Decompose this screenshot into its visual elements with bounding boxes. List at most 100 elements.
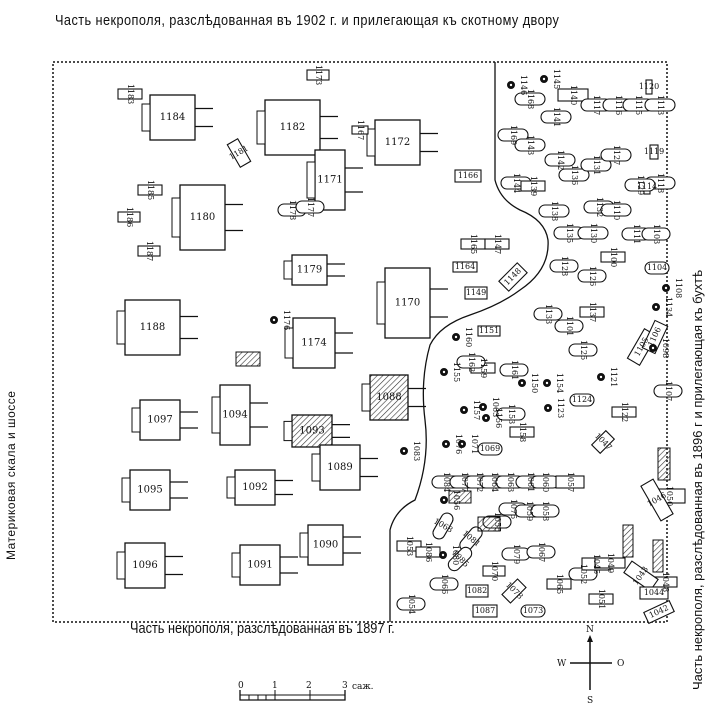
grave-label: 1127 xyxy=(612,145,621,165)
hatched-grave xyxy=(448,490,472,504)
scale-bar: 0 1 2 3 саж. xyxy=(238,681,374,701)
grave-label: 1058 xyxy=(541,501,550,521)
tomb-niche xyxy=(283,260,293,280)
chamber-tomb-label: 1097 xyxy=(147,415,172,426)
grave-label: 1167 xyxy=(356,120,365,140)
grave-label: 1050 xyxy=(665,486,674,506)
rect-grave xyxy=(509,426,535,438)
grave-label: 1114 xyxy=(637,182,657,191)
grave-label: 1124 xyxy=(572,395,592,404)
rect-grave xyxy=(464,286,488,300)
oval-grave xyxy=(295,200,325,214)
compass-north: N xyxy=(586,625,594,635)
chamber-tomb xyxy=(234,469,276,506)
oval-grave xyxy=(497,128,529,142)
tomb-niche xyxy=(283,420,293,442)
shaft-grave-label: 1108 xyxy=(674,278,683,298)
tomb-niche xyxy=(211,396,221,434)
oval-grave xyxy=(540,110,572,124)
shaft-grave-label: 1063 xyxy=(491,397,500,417)
scale-tick-2: 2 xyxy=(306,681,312,691)
shaft-grave-label: 1176 xyxy=(282,310,291,330)
rect-grave xyxy=(555,475,585,489)
chamber-tomb xyxy=(314,149,346,211)
map-title-bottom: Часть некрополя, разслѣдованная въ 1897 … xyxy=(130,620,395,637)
oval-grave xyxy=(600,148,632,162)
grave-label: 1162 xyxy=(467,352,476,372)
grave-label: 1166 xyxy=(458,171,478,180)
compass-west: W xyxy=(557,659,567,669)
grave-label: 1119 xyxy=(644,147,664,156)
rect-grave xyxy=(482,565,506,577)
grave-label: 1132 xyxy=(595,197,604,217)
grave-label: 1153 xyxy=(507,404,516,424)
grave-label: 1064 xyxy=(490,472,499,492)
oval-grave xyxy=(447,546,473,572)
oval-grave xyxy=(558,168,590,182)
compass-rose: N S W O xyxy=(557,625,624,706)
oval-grave xyxy=(396,597,426,611)
tomb-niche xyxy=(116,551,126,580)
tomb-niche xyxy=(121,477,131,503)
shaft-grave-label: 1154 xyxy=(555,373,564,393)
grave-label: 1070 xyxy=(490,561,499,581)
shaft-grave-label: 1080 xyxy=(451,545,460,565)
oval-grave xyxy=(538,204,570,218)
oval-grave xyxy=(477,442,503,456)
tomb-niche xyxy=(361,383,371,412)
shaft-grave-label: 1056 xyxy=(452,490,461,510)
chamber-tomb-label: 1184 xyxy=(160,112,185,123)
oval-grave xyxy=(456,355,486,369)
scale-unit: саж. xyxy=(352,682,374,692)
tomb-niche xyxy=(116,310,126,345)
map-title-top: Часть некрополя, разслѣдованная въ 1902 … xyxy=(55,12,560,29)
oval-grave xyxy=(644,98,676,112)
rect-grave xyxy=(465,584,489,598)
shaft-grave-label: 1071 xyxy=(470,434,479,454)
grave-label: 1045 xyxy=(592,554,601,574)
rect-grave xyxy=(501,578,527,604)
shaft-grave-label: 1145 xyxy=(552,69,561,89)
oval-grave xyxy=(580,158,612,172)
grave-label: 1087 xyxy=(475,606,495,615)
grave-label: 1159 xyxy=(479,358,488,378)
grave-label: 1187 xyxy=(145,241,154,261)
rect-grave xyxy=(623,560,659,592)
shaft-grave-label: 1160 xyxy=(464,327,473,347)
grave-label: 1183 xyxy=(126,84,135,104)
rect-grave xyxy=(137,245,161,257)
rect-grave xyxy=(594,557,626,569)
rect-grave xyxy=(498,262,528,292)
rect-grave xyxy=(649,144,659,160)
oval-grave xyxy=(520,604,546,618)
shaft-grave-label: 1156 xyxy=(494,408,503,428)
shaft-grave-label: 1155 xyxy=(452,362,461,382)
grave-label: 1107 xyxy=(664,381,673,401)
grave-label: 1072 xyxy=(475,472,484,492)
oval-grave xyxy=(624,178,656,192)
chamber-tomb-label: 1170 xyxy=(395,298,420,309)
rect-grave xyxy=(579,306,605,318)
hatched-grave xyxy=(622,524,634,558)
chamber-tomb-label: 1180 xyxy=(190,212,215,223)
grave-label: 1147 xyxy=(493,234,502,254)
grave-label: 1126 xyxy=(588,266,597,286)
chamber-tomb xyxy=(129,469,171,511)
grave-label: 1052 xyxy=(579,564,588,584)
grave-label: 1103 xyxy=(652,224,661,244)
grave-label: 1129 xyxy=(636,175,645,195)
rect-grave xyxy=(640,478,674,522)
chamber-tomb-label: 1174 xyxy=(301,338,326,349)
grave-label: 1144 xyxy=(512,173,521,193)
rect-grave xyxy=(117,88,143,100)
chamber-tomb-label: 1091 xyxy=(247,560,272,571)
rect-grave xyxy=(117,211,141,223)
oval-grave xyxy=(544,153,576,167)
tomb-niche xyxy=(366,128,376,157)
chamber-tomb xyxy=(307,524,344,566)
grave-label: 1101 xyxy=(565,316,574,336)
shaft-grave-label: 1146 xyxy=(519,75,528,95)
grave-label: 1100 xyxy=(609,247,618,267)
grave-label: 1177 xyxy=(306,197,315,217)
tomb-niche xyxy=(299,532,309,558)
